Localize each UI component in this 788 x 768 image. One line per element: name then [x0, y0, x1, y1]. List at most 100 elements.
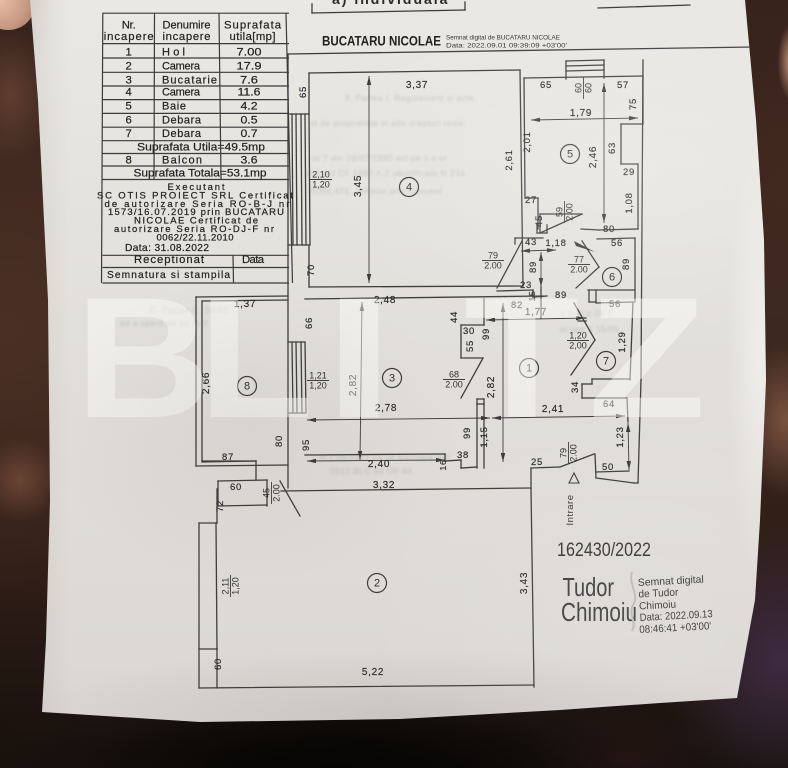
svg-text:Data: 2022.09.13: Data: 2022.09.13 — [639, 608, 713, 624]
svg-text:Data: 31.08.2022: Data: 31.08.2022 — [125, 243, 209, 254]
svg-text:Data: Data — [242, 254, 265, 266]
svg-text:incapere: incapere — [104, 31, 154, 43]
svg-text:1: 1 — [526, 362, 532, 374]
svg-text:79: 79 — [488, 251, 498, 261]
svg-text:3,43: 3,43 — [519, 572, 530, 594]
svg-text:8: 8 — [126, 154, 132, 166]
svg-text:2.00: 2.00 — [484, 261, 502, 271]
svg-text:60: 60 — [230, 482, 242, 493]
svg-text:de autorizare Seria RO-B-J nr: de autorizare Seria RO-B-J nr — [105, 199, 290, 210]
svg-text:162430/2022: 162430/2022 — [557, 540, 651, 561]
svg-text:34: 34 — [570, 381, 581, 393]
svg-text:Suprafata Utila=49.5mp: Suprafata Utila=49.5mp — [137, 142, 265, 154]
svg-text:17.9: 17.9 — [237, 61, 262, 73]
svg-text:2,11: 2,11 — [221, 578, 231, 595]
svg-text:2: 2 — [374, 577, 380, 589]
svg-text:1,20: 1,20 — [231, 577, 241, 595]
svg-text:3: 3 — [389, 372, 395, 384]
svg-text:64: 64 — [603, 399, 615, 410]
svg-text:99: 99 — [481, 328, 492, 340]
svg-text:1,77: 1,77 — [525, 307, 547, 318]
svg-text:Intrare: Intrare — [565, 495, 576, 526]
svg-text:99: 99 — [462, 427, 473, 439]
svg-text:6: 6 — [126, 114, 132, 126]
svg-text:1,18: 1,18 — [545, 238, 566, 249]
svg-text:2.00: 2.00 — [570, 265, 588, 275]
svg-text:2,48: 2,48 — [374, 295, 396, 306]
svg-text:de Tudor: de Tudor — [638, 586, 679, 600]
svg-text:Executant: Executant — [168, 182, 225, 193]
svg-text:Bucatarie: Bucatarie — [162, 74, 217, 86]
svg-text:autorizare Seria RO-DJ-F nr: autorizare Seria RO-DJ-F nr — [114, 224, 274, 235]
svg-text:Camera: Camera — [162, 87, 201, 99]
svg-text:Suprafata Totala=53.1mp: Suprafata Totala=53.1mp — [134, 168, 267, 180]
svg-text:Suprafata: Suprafata — [224, 20, 282, 32]
svg-text:2,46: 2,46 — [588, 146, 599, 168]
svg-text:4: 4 — [126, 87, 132, 99]
svg-text:5: 5 — [126, 101, 132, 113]
svg-text:3,32: 3,32 — [373, 480, 395, 491]
svg-text:38: 38 — [457, 450, 469, 461]
svg-text:72: 72 — [215, 500, 226, 512]
svg-text:1573/16.07.2019 prin BUCATARU: 1573/16.07.2019 prin BUCATARU — [108, 207, 284, 218]
svg-text:29: 29 — [623, 167, 635, 178]
svg-text:2,82: 2,82 — [486, 376, 497, 398]
svg-text:Tudor: Tudor — [563, 572, 615, 602]
svg-text:0.7: 0.7 — [241, 128, 258, 140]
svg-text:45: 45 — [534, 215, 545, 227]
svg-text:Camera: Camera — [162, 61, 201, 73]
svg-text:7: 7 — [603, 355, 609, 367]
svg-text:23: 23 — [520, 280, 532, 291]
svg-text:59: 59 — [555, 207, 565, 217]
svg-text:2.00: 2.00 — [565, 203, 575, 221]
svg-text:2,41: 2,41 — [542, 404, 564, 415]
svg-text:80: 80 — [274, 435, 285, 447]
svg-text:80: 80 — [603, 224, 615, 235]
svg-text:60: 60 — [213, 658, 224, 670]
svg-text:2.00: 2.00 — [569, 444, 579, 462]
svg-text:4: 4 — [406, 181, 412, 193]
svg-text:1: 1 — [126, 46, 132, 58]
svg-text:45: 45 — [262, 488, 272, 498]
svg-text:3,37: 3,37 — [406, 80, 428, 91]
svg-text:Debara: Debara — [162, 114, 202, 126]
svg-text:3.6: 3.6 — [241, 154, 258, 166]
svg-text:3,45: 3,45 — [353, 175, 364, 197]
svg-text:82: 82 — [511, 300, 523, 311]
svg-text:2: 2 — [126, 61, 132, 73]
svg-text:Baie: Baie — [162, 101, 186, 113]
svg-text:0.5: 0.5 — [241, 114, 258, 126]
svg-text:1,08: 1,08 — [624, 192, 635, 213]
svg-text:75: 75 — [628, 98, 639, 110]
svg-text:30: 30 — [463, 326, 475, 337]
svg-text:2,10: 2,10 — [312, 170, 330, 180]
svg-text:7.6: 7.6 — [240, 74, 258, 86]
svg-text:43: 43 — [525, 237, 537, 248]
svg-text:57: 57 — [617, 80, 629, 91]
svg-text:68: 68 — [449, 370, 459, 380]
svg-text:89: 89 — [528, 261, 539, 273]
svg-text:Debara: Debara — [162, 128, 202, 140]
svg-text:1,79: 1,79 — [570, 108, 592, 119]
svg-text:8: 8 — [244, 380, 250, 392]
svg-text:60: 60 — [574, 83, 584, 93]
svg-text:2,82: 2,82 — [348, 374, 359, 396]
svg-text:2,78: 2,78 — [375, 403, 397, 414]
svg-text:Data: 2022.09.01 09:39:09 +03': Data: 2022.09.01 09:39:09 +03'00' — [446, 43, 567, 50]
svg-text:70: 70 — [306, 264, 317, 276]
svg-text:4.2: 4.2 — [241, 101, 258, 113]
svg-text:1,29: 1,29 — [617, 331, 628, 352]
svg-text:Hol: Hol — [162, 46, 185, 58]
svg-text:Semnat digital: Semnat digital — [638, 574, 705, 589]
svg-text:1,15: 1,15 — [479, 426, 490, 447]
svg-text:Semnat digital de BUCATARU NIC: Semnat digital de BUCATARU NICOLAE — [446, 35, 561, 42]
svg-text:utila[mp]: utila[mp] — [230, 31, 276, 43]
svg-text:16: 16 — [438, 460, 448, 471]
svg-text:50: 50 — [602, 462, 614, 473]
svg-text:60: 60 — [584, 83, 594, 93]
svg-text:87: 87 — [222, 452, 234, 463]
svg-text:1,20: 1,20 — [569, 331, 587, 341]
svg-text:2,66: 2,66 — [201, 372, 212, 394]
svg-text:1,37: 1,37 — [234, 299, 256, 310]
svg-text:incapere: incapere — [163, 31, 211, 43]
